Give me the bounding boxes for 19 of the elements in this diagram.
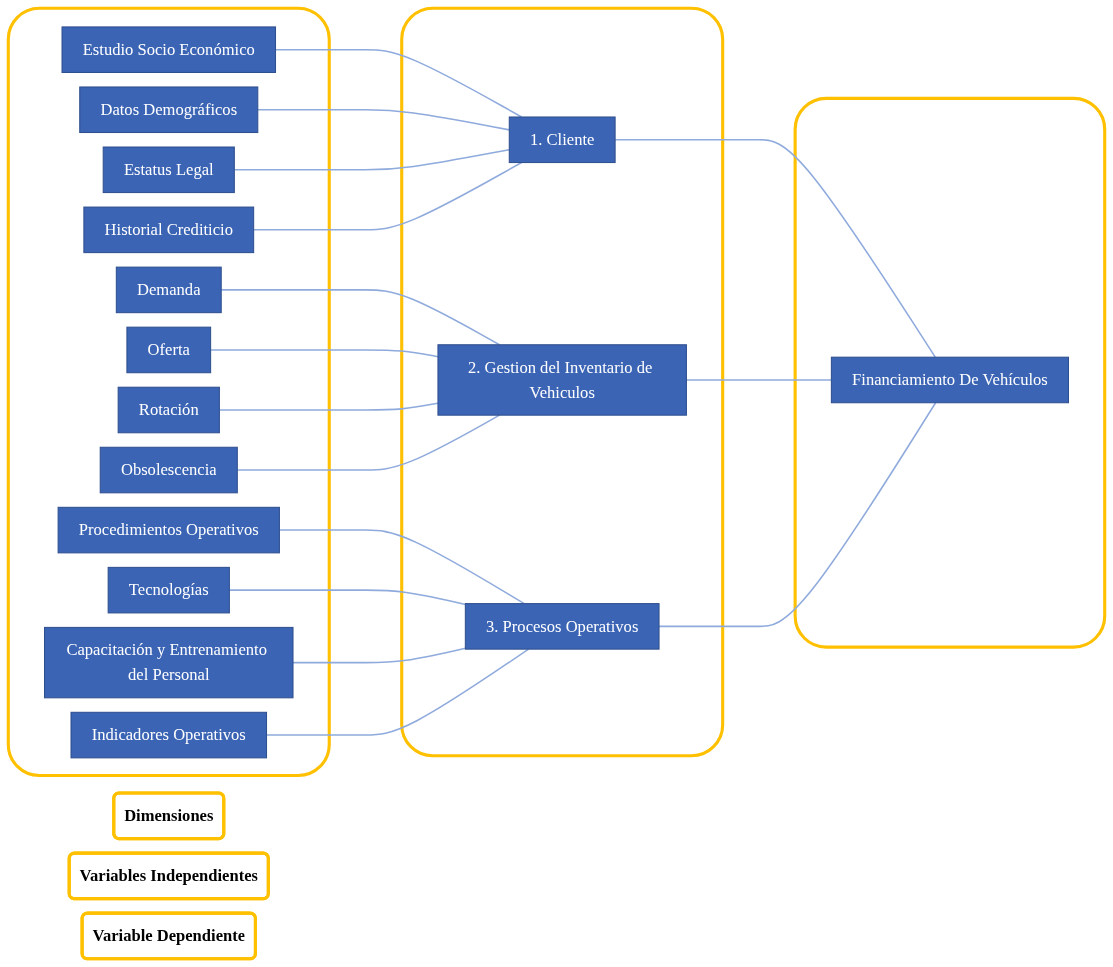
node-box: Procedimientos Operativos [57, 506, 280, 554]
cluster [793, 96, 1107, 649]
node-box: Financiamiento De Vehículos [830, 356, 1069, 404]
node-box: 3. Procesos Operativos [464, 603, 660, 650]
cluster [400, 6, 725, 758]
cluster [6, 6, 331, 777]
node-box: Rotación [117, 386, 220, 434]
node-box: Obsolescencia [99, 446, 238, 494]
node-box: Tecnologías [107, 566, 230, 614]
node-box: 2. Gestion del Inventario de Vehiculos [437, 344, 687, 416]
node-box: Oferta [126, 326, 212, 374]
node-box: Indicadores Operativos [70, 711, 268, 759]
node-box: Datos Demográficos [79, 86, 259, 134]
node-box: Historial Crediticio [83, 206, 255, 254]
node-box: Estatus Legal [102, 146, 235, 194]
node-box: Demanda [115, 266, 222, 314]
node-box: Estudio Socio Económico [61, 26, 277, 73]
node-box: 1. Cliente [508, 116, 616, 164]
node-box: Capacitación y Entrenamiento del Personal [44, 626, 294, 699]
